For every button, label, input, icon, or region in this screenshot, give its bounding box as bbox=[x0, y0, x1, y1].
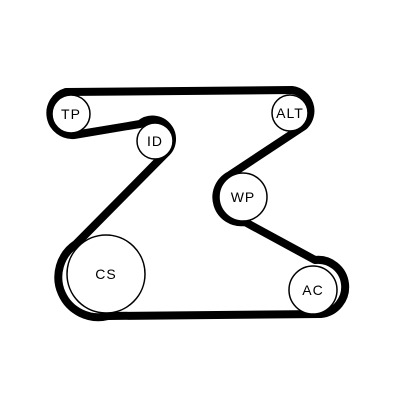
pulley-cs: CS bbox=[66, 234, 146, 314]
pulley-cs-circle bbox=[66, 234, 146, 314]
pulley-alt: ALT bbox=[271, 94, 309, 132]
pulley-id-label: ID bbox=[147, 133, 163, 149]
pulley-ac-circle bbox=[288, 265, 338, 315]
pulley-tp-label: TP bbox=[61, 106, 81, 122]
pulley-wp: WP bbox=[218, 172, 268, 222]
pulley-wp-circle bbox=[218, 172, 268, 222]
serpentine-belt bbox=[46, 86, 350, 322]
pulley-id-circle bbox=[136, 122, 174, 160]
pulley-tp-circle bbox=[51, 94, 91, 134]
pulley-tp: TP bbox=[51, 94, 91, 134]
pulley-alt-label: ALT bbox=[276, 105, 304, 121]
pulley-id: ID bbox=[136, 122, 174, 160]
pulley-alt-circle bbox=[271, 94, 309, 132]
pulley-ac: AC bbox=[288, 265, 338, 315]
pulley-wp-label: WP bbox=[231, 189, 256, 205]
pulley-cs-label: CS bbox=[95, 266, 116, 282]
pulley-ac-label: AC bbox=[302, 282, 323, 298]
